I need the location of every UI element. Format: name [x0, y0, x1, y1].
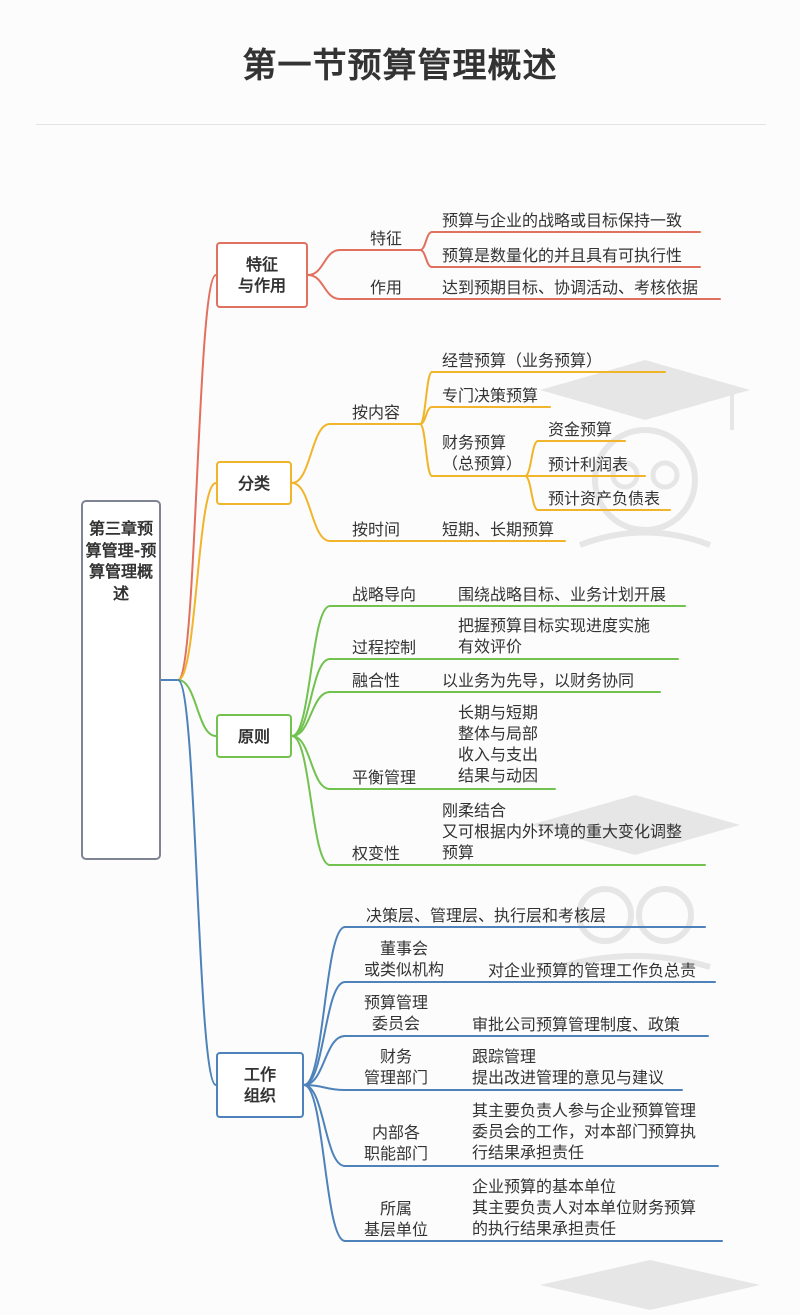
node-by-content: 按内容: [352, 403, 401, 422]
page-title: 第一节预算管理概述: [242, 46, 558, 86]
connector-14: [419, 406, 433, 425]
connector-37: [303, 1084, 346, 1091]
node-strategic-1: 围绕战略目标、业务计划开展: [458, 585, 667, 604]
node-by-time: 按时间: [352, 520, 401, 539]
node-finance-dept: 财务 管理部门: [364, 1047, 429, 1087]
node-finance-1: 跟踪管理 提出改进管理的意见与建议: [472, 1047, 665, 1087]
node-feature: 特征: [370, 229, 403, 248]
node-subsidiary-1: 企业预算的基本单位 其主要负责人对本单位财务预算 的执行结果承担责任: [472, 1177, 697, 1238]
branch-principles: 原则: [216, 714, 292, 758]
connector-2: [307, 274, 341, 300]
node-strategic: 战略导向: [352, 585, 417, 604]
node-financial-budget: 财务预算 （总预算）: [442, 433, 523, 473]
trunk-organization: [177, 679, 217, 1086]
connector-4: [419, 231, 433, 251]
branch-organization-label: 工作 组织: [243, 1065, 276, 1105]
node-balance-1: 长期与短期 整体与局部 收入与支出 结果与动因: [458, 703, 539, 785]
watermark-book-icon: [540, 1260, 760, 1310]
node-committee-1: 审批公司预算管理制度、政策: [472, 1015, 681, 1034]
trunk-principles: [177, 679, 217, 737]
node-board-1: 对企业预算的管理工作负总责: [488, 961, 697, 980]
node-flexible: 权变性: [352, 844, 401, 863]
connector-16: [419, 423, 433, 477]
node-special-budget: 专门决策预算: [442, 386, 539, 405]
branch-classification: 分类: [216, 461, 292, 505]
node-fin-1: 资金预算: [548, 420, 613, 439]
connector-25: [291, 658, 331, 737]
root-label: 第三章预算管理-预算管理概述: [85, 519, 157, 603]
title-divider: [36, 124, 766, 125]
branch-features: 特征 与作用: [216, 242, 308, 308]
node-feature-2: 预算是数量化的并且具有可执行性: [442, 246, 683, 265]
branch-organization: 工作 组织: [216, 1052, 304, 1118]
watermark-mortarboard-icon: [540, 360, 750, 548]
connector-39: [303, 1084, 346, 1242]
branch-principles-label: 原则: [237, 726, 270, 746]
connector-24: [291, 605, 331, 737]
connector-0: [307, 249, 341, 276]
connector-28: [291, 735, 331, 866]
connector-35: [303, 981, 346, 1086]
trunk-features: [177, 274, 217, 681]
connector-26: [291, 691, 331, 737]
node-role: 作用: [370, 278, 403, 297]
branch-classification-label: 分类: [237, 473, 270, 493]
node-process-1: 把握预算目标实现进度实施 有效评价: [458, 616, 651, 656]
connector-6: [419, 249, 433, 268]
connector-27: [291, 735, 331, 790]
node-committee: 预算管理 委员会: [364, 993, 429, 1033]
node-time-1: 短期、长期预算: [442, 520, 555, 539]
node-integration: 融合性: [352, 671, 401, 690]
connector-10: [291, 482, 331, 542]
node-subsidiary: 所属 基层单位: [364, 1199, 429, 1239]
node-internal-1: 其主要负责人参与企业预算管理 委员会的工作，对本部门预算执 行结果承担责任: [472, 1101, 697, 1162]
node-integration-1: 以业务为先导，以财务协同: [442, 671, 635, 690]
connector-34: [303, 926, 346, 1086]
watermark-owl-icon: [530, 795, 740, 970]
node-feature-1: 预算与企业的战略或目标保持一致: [442, 211, 683, 230]
node-layers: 决策层、管理层、执行层和考核层: [366, 906, 607, 925]
connector-38: [303, 1084, 346, 1167]
node-balance: 平衡管理: [352, 768, 417, 787]
trunk-classification: [177, 482, 217, 681]
connector-22: [524, 475, 539, 511]
connector-18: [524, 440, 539, 477]
node-fin-2: 预计利润表: [548, 455, 629, 474]
node-operating-budget: 经营预算（业务预算）: [442, 351, 603, 370]
branch-features-label: 特征 与作用: [237, 255, 286, 295]
connector-36: [303, 1035, 346, 1086]
node-board: 董事会 或类似机构: [364, 939, 445, 979]
node-process: 过程控制: [352, 638, 417, 657]
connector-8: [291, 423, 331, 484]
node-internal-dept: 内部各 职能部门: [364, 1123, 429, 1163]
node-fin-3: 预计资产负债表: [548, 489, 661, 508]
node-role-1: 达到预期目标、协调活动、考核依据: [442, 278, 699, 297]
node-flexible-1: 刚柔结合 又可根据内外环境的重大变化调整 预算: [442, 801, 683, 862]
root-node: 第三章预算管理-预算管理概述: [81, 500, 161, 860]
